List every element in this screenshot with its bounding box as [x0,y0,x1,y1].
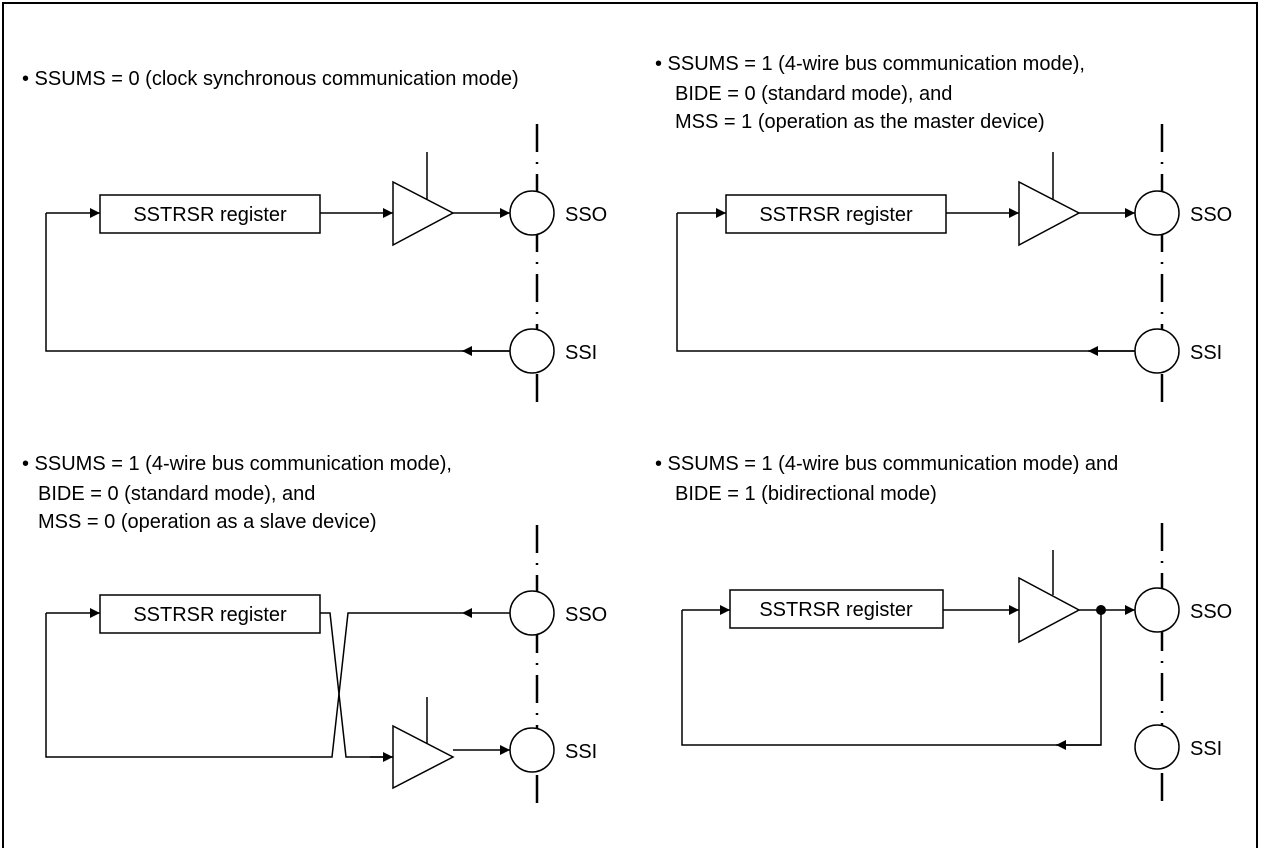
panel1-sso-label: SSO [565,204,607,226]
panel2-sso-pin [1134,190,1180,236]
panel2-condition-line-1: • SSUMS = 1 (4-wire bus communication mo… [655,53,1085,75]
panel3-rx-loop [45,612,462,758]
panel3-sso-label: SSO [565,604,607,626]
panel4-ssi-label: SSI [1190,738,1222,760]
panel-4wire-master: • SSUMS = 1 (4-wire bus communication mo… [655,53,1232,410]
panel4-sso-pin [1134,587,1180,633]
panel3-condition-line-3: MSS = 0 (operation as a slave device) [38,511,377,533]
panel1-rx-loop [45,213,510,352]
panel4-condition-line-2: BIDE = 1 (bidirectional mode) [675,483,937,505]
panel3-output-buffer [392,724,455,790]
panel-4wire-slave: • SSUMS = 1 (4-wire bus communication mo… [22,453,607,810]
panel2-sstrsr-register-box [725,194,947,234]
panel4-register-label: SSTRSR register [759,599,913,621]
panel3-tx-wire [320,612,393,758]
panel2-register-label: SSTRSR register [759,204,913,226]
panel-clock-sync: • SSUMS = 0 (clock synchronous communica… [22,68,607,410]
panel1-register-label: SSTRSR register [133,204,287,226]
panel4-condition-line-1: • SSUMS = 1 (4-wire bus communication mo… [655,453,1118,475]
panel4-sso-label: SSO [1190,601,1232,623]
panel3-register-label: SSTRSR register [133,604,287,626]
panel2-condition-line-2: BIDE = 0 (standard mode), and [675,83,952,105]
panel3-sso-pin [509,590,555,636]
panel1-sstrsr-register-box [99,194,321,234]
panel3-ssi-pin [509,727,555,773]
panel4-rx-loop [681,610,1102,746]
panel2-sso-label: SSO [1190,204,1232,226]
panel2-condition-line-3: MSS = 1 (operation as the master device) [675,111,1045,133]
panel1-ssi-label: SSI [565,342,597,364]
panel3-condition-line-2: BIDE = 0 (standard mode), and [38,483,315,505]
panel4-ssi-pin [1134,724,1180,770]
panel1-condition-line-1: • SSUMS = 0 (clock synchronous communica… [22,68,519,90]
panel2-output-buffer [1018,180,1081,247]
panel3-sstrsr-register-box [99,594,321,634]
panel2-rx-loop [676,213,1135,352]
panel-bidirectional: • SSUMS = 1 (4-wire bus communication mo… [655,453,1232,810]
panel1-ssi-pin [509,328,555,374]
panel1-output-buffer [392,180,455,247]
panel4-output-buffer [1018,576,1081,644]
panel3-condition-line-1: • SSUMS = 1 (4-wire bus communication mo… [22,453,452,475]
panel2-ssi-label: SSI [1190,342,1222,364]
panel4-sstrsr-register-box [729,589,944,629]
panel1-sso-pin [509,190,555,236]
panel3-ssi-label: SSI [565,741,597,763]
panel2-ssi-pin [1134,328,1180,374]
